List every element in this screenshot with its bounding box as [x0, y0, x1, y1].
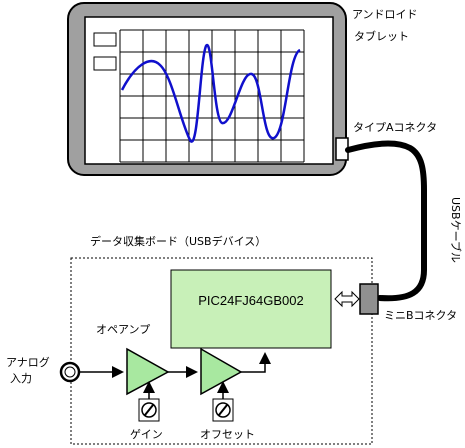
board-label: データ収集ボード（USBデバイス）	[90, 234, 266, 248]
tablet-screen	[84, 16, 334, 165]
analog-input-jack-inner	[64, 366, 76, 378]
screen-indicator-box-2	[93, 56, 117, 71]
offset-label: オフセット	[200, 428, 255, 441]
type-a-connector-label: タイプAコネクタ	[353, 121, 437, 134]
tablet-label-line2: タブレット	[354, 29, 409, 43]
analog-input-label-line1: アナログ	[6, 355, 50, 369]
offset-potentiometer	[212, 398, 234, 422]
waveform	[120, 43, 301, 143]
opamp-gain	[126, 347, 170, 396]
mini-b-connector-label: ミニBコネクタ	[384, 309, 457, 322]
usb-data-link	[334, 290, 360, 308]
pic-microcontroller	[170, 269, 332, 349]
opamp-offset	[200, 347, 243, 396]
analog-input-label-line2: 入力	[10, 372, 32, 385]
tablet-label-line1: アンドロイド	[352, 8, 418, 21]
gain-potentiometer	[138, 398, 160, 422]
android-tablet	[67, 2, 349, 176]
mini-b-connector	[359, 283, 379, 315]
screen-indicator-box-1	[93, 32, 117, 47]
chip-label: PIC24FJ64GB002	[198, 293, 304, 308]
usb-cable	[345, 140, 427, 302]
screen-grid	[119, 29, 305, 163]
opamp-label: オペアンプ	[96, 323, 150, 336]
usb-cable-label: USBケーブル	[449, 197, 463, 263]
signal-wires	[79, 352, 271, 399]
data-acquisition-board	[70, 257, 373, 445]
gain-label: ゲイン	[130, 428, 163, 441]
